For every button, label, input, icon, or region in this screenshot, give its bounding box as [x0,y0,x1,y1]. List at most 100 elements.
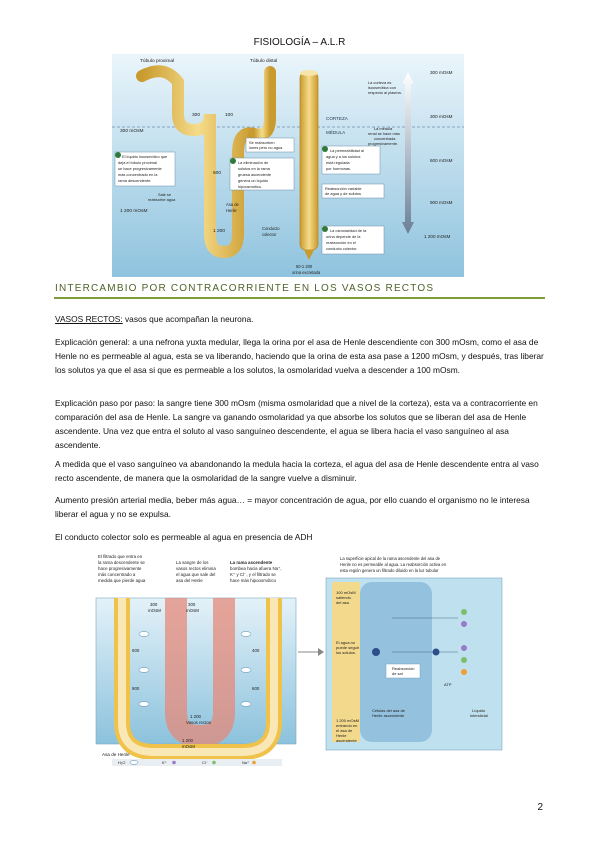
legend-water: H₂O [118,760,125,765]
value-top-300-left: 300 [150,602,158,607]
note-medulla-2: renal se hace más [368,131,400,136]
paragraph-presion-arterial: Aumento presión arterial media, beber má… [55,495,530,519]
ion-transport-dots [372,609,467,675]
svg-text:los solutos.: los solutos. [336,650,356,655]
svg-text:gruesa ascendente: gruesa ascendente [238,172,271,177]
loop-of-henle-label: Asa de Henle [102,752,130,757]
osm-right-300-b: 300 mOsM [430,114,453,119]
svg-text:la rama descendente se: la rama descendente se [98,560,145,565]
svg-text:ATP: ATP [444,682,452,687]
tube-value-1200: 1 200 [213,228,225,234]
svg-text:K⁺ y Cl⁻, y el filtrado se: K⁺ y Cl⁻, y el filtrado se [230,572,276,577]
figure1-box3: La permeabilidad al agua y a los solutos… [321,145,381,175]
legend: H₂O K⁺ Cl⁻ Na⁺ [112,759,282,766]
svg-text:esta región genera un filtrado: esta región genera un filtrado diluido e… [340,568,439,573]
note-medulla-1: La médula [374,126,393,131]
svg-text:medida que pierde agua: medida que pierde agua [98,578,146,583]
note-ascending-limb: La rama ascendente bombea hacia afuera N… [230,560,282,583]
svg-text:más concentrado a: más concentrado a [98,572,136,577]
svg-text:La superficie apical de la ram: La superficie apical de la rama ascenden… [340,556,441,561]
svg-text:conducto colector.: conducto colector. [326,246,357,251]
svg-text:de agua y de solutos: de agua y de solutos [325,191,361,196]
note-cortex-2: isoosmótica con [368,85,396,90]
osm-right-900: 900 mOsM [430,200,453,205]
svg-text:100 mOsM: 100 mOsM [336,590,356,595]
svg-text:genera un líquido: genera un líquido [238,178,268,183]
svg-text:deja el túbulo proximal: deja el túbulo proximal [118,160,157,165]
svg-text:Henle: Henle [336,733,347,738]
paragraph-explicacion-general: Explicación general: a una nefrona yuxta… [55,337,544,375]
value-1200-bottom: 1 200 [182,738,194,743]
note-descending-limb: El filtrado que entra en la rama descend… [98,554,146,583]
definition-vasos-rectos: vasos que acompañan la neurona. [122,314,254,324]
page-number: 2 [537,802,543,813]
legend-sodium: Na⁺ [242,760,249,765]
svg-text:vasos rectos elimina: vasos rectos elimina [176,566,216,571]
value-1200-vessel: 1 200 [190,714,202,719]
figure1-box1: El líquido isoosmótico que deja el túbul… [114,151,176,187]
svg-text:Líquido: Líquido [472,708,486,713]
nephron-osmolarity-figure: Túbulo proximal Túbulo distal 300 mOsM 1… [112,54,464,277]
zone-medulla: MÉDULA [326,129,346,135]
term-vasos-rectos: VASOS RECTOS: [55,314,123,324]
svg-text:rama descendente.: rama descendente. [118,178,151,183]
svg-text:1 200 mOsM: 1 200 mOsM [336,718,359,723]
note-medulla-4: progresivamente. [368,141,398,146]
paragraph-medula-corteza: A medida que el vaso sanguíneo va abando… [55,459,539,483]
countercurrent-figure: El filtrado que entra en la rama descend… [92,552,507,766]
paragraph-explicacion-paso: Explicación paso por paso: la sangre tie… [55,398,538,450]
svg-text:agua y a los solutos: agua y a los solutos [326,154,360,159]
svg-text:del asa: del asa [336,600,350,605]
svg-text:La permeabilidad al: La permeabilidad al [330,148,364,153]
svg-text:El agua no: El agua no [336,640,356,645]
svg-text:Henle ascendente: Henle ascendente [372,713,405,718]
svg-text:entrando en: entrando en [336,723,357,728]
svg-text:de sal: de sal [392,671,403,676]
section-divider [54,297,545,299]
svg-text:el asa de: el asa de [336,728,353,733]
collector-label-2: colector [262,232,277,237]
svg-text:El filtrado que entra en: El filtrado que entra en [98,554,143,559]
svg-text:Se reabsorben: Se reabsorben [249,140,275,145]
svg-text:La osmolaridad de la: La osmolaridad de la [330,228,367,233]
value-top-300-vessel: 300 [188,602,196,607]
zone-cortex: CORTEZA [326,116,349,121]
value-600-left: 600 [132,648,140,653]
collector-label-1: Conducto [262,226,280,231]
note-medulla-3: concentrada [374,136,396,141]
label-water-out: Sale se [158,192,171,197]
svg-text:el agua que sale del: el agua que sale del [176,572,215,577]
svg-text:Henle no es permeable al agua.: Henle no es permeable al agua. La reabso… [340,562,447,567]
paragraph-conducto-colector: El conducto colector solo es permeable a… [55,532,313,542]
svg-text:La eliminación de: La eliminación de [238,160,268,165]
figure1-box2: La eliminación de solutos en la rama gru… [229,157,295,191]
section-title: INTERCAMBIO POR CONTRACORRIENTE EN LOS V… [55,283,435,294]
svg-text:intersticial: intersticial [470,713,488,718]
svg-text:Células del asa de: Células del asa de [372,708,406,713]
osm-right-1200: 1 200 mOsM [424,234,450,239]
label-tubulo-proximal: Túbulo proximal [140,58,174,64]
label-vasos-rectos: Vasos rectos [186,720,212,725]
label-water-reabsorb: reabsorbe agua [148,197,176,202]
note-cortex-3: respecto al plasma. [368,90,402,95]
svg-text:saliendo: saliendo [336,595,352,600]
svg-text:hace progresivamente: hace progresivamente [98,566,142,571]
tube-value-600: 600 [213,170,221,176]
svg-text:La sangre de los: La sangre de los [176,560,209,565]
svg-text:solutos en la rama: solutos en la rama [238,166,271,171]
svg-text:La rama ascendente: La rama ascendente [230,560,273,565]
value-400-right: 400 [252,648,260,653]
svg-text:por hormonas.: por hormonas. [326,166,351,171]
legend-potassium: K⁺ [162,760,167,765]
unit-top-vessel: mOsM [186,608,199,613]
figure1-box-variable: Reabsorción variable de agua y de soluto… [321,183,385,199]
note-apical-surface: La superficie apical de la rama ascenden… [340,556,447,573]
osm-left-1200: 1 200 mOsM [120,208,147,214]
loop-label-1: Asa de [226,202,239,207]
svg-text:El líquido isoosmótico que: El líquido isoosmótico que [122,154,167,159]
svg-text:puede seguir: puede seguir [336,645,360,650]
osm-left-300: 300 mOsM [120,128,143,134]
svg-text:iones pero no agua: iones pero no agua [249,145,283,150]
tube-value-100: 100 [225,112,233,118]
urine-value: 50-1 200 [296,264,313,269]
